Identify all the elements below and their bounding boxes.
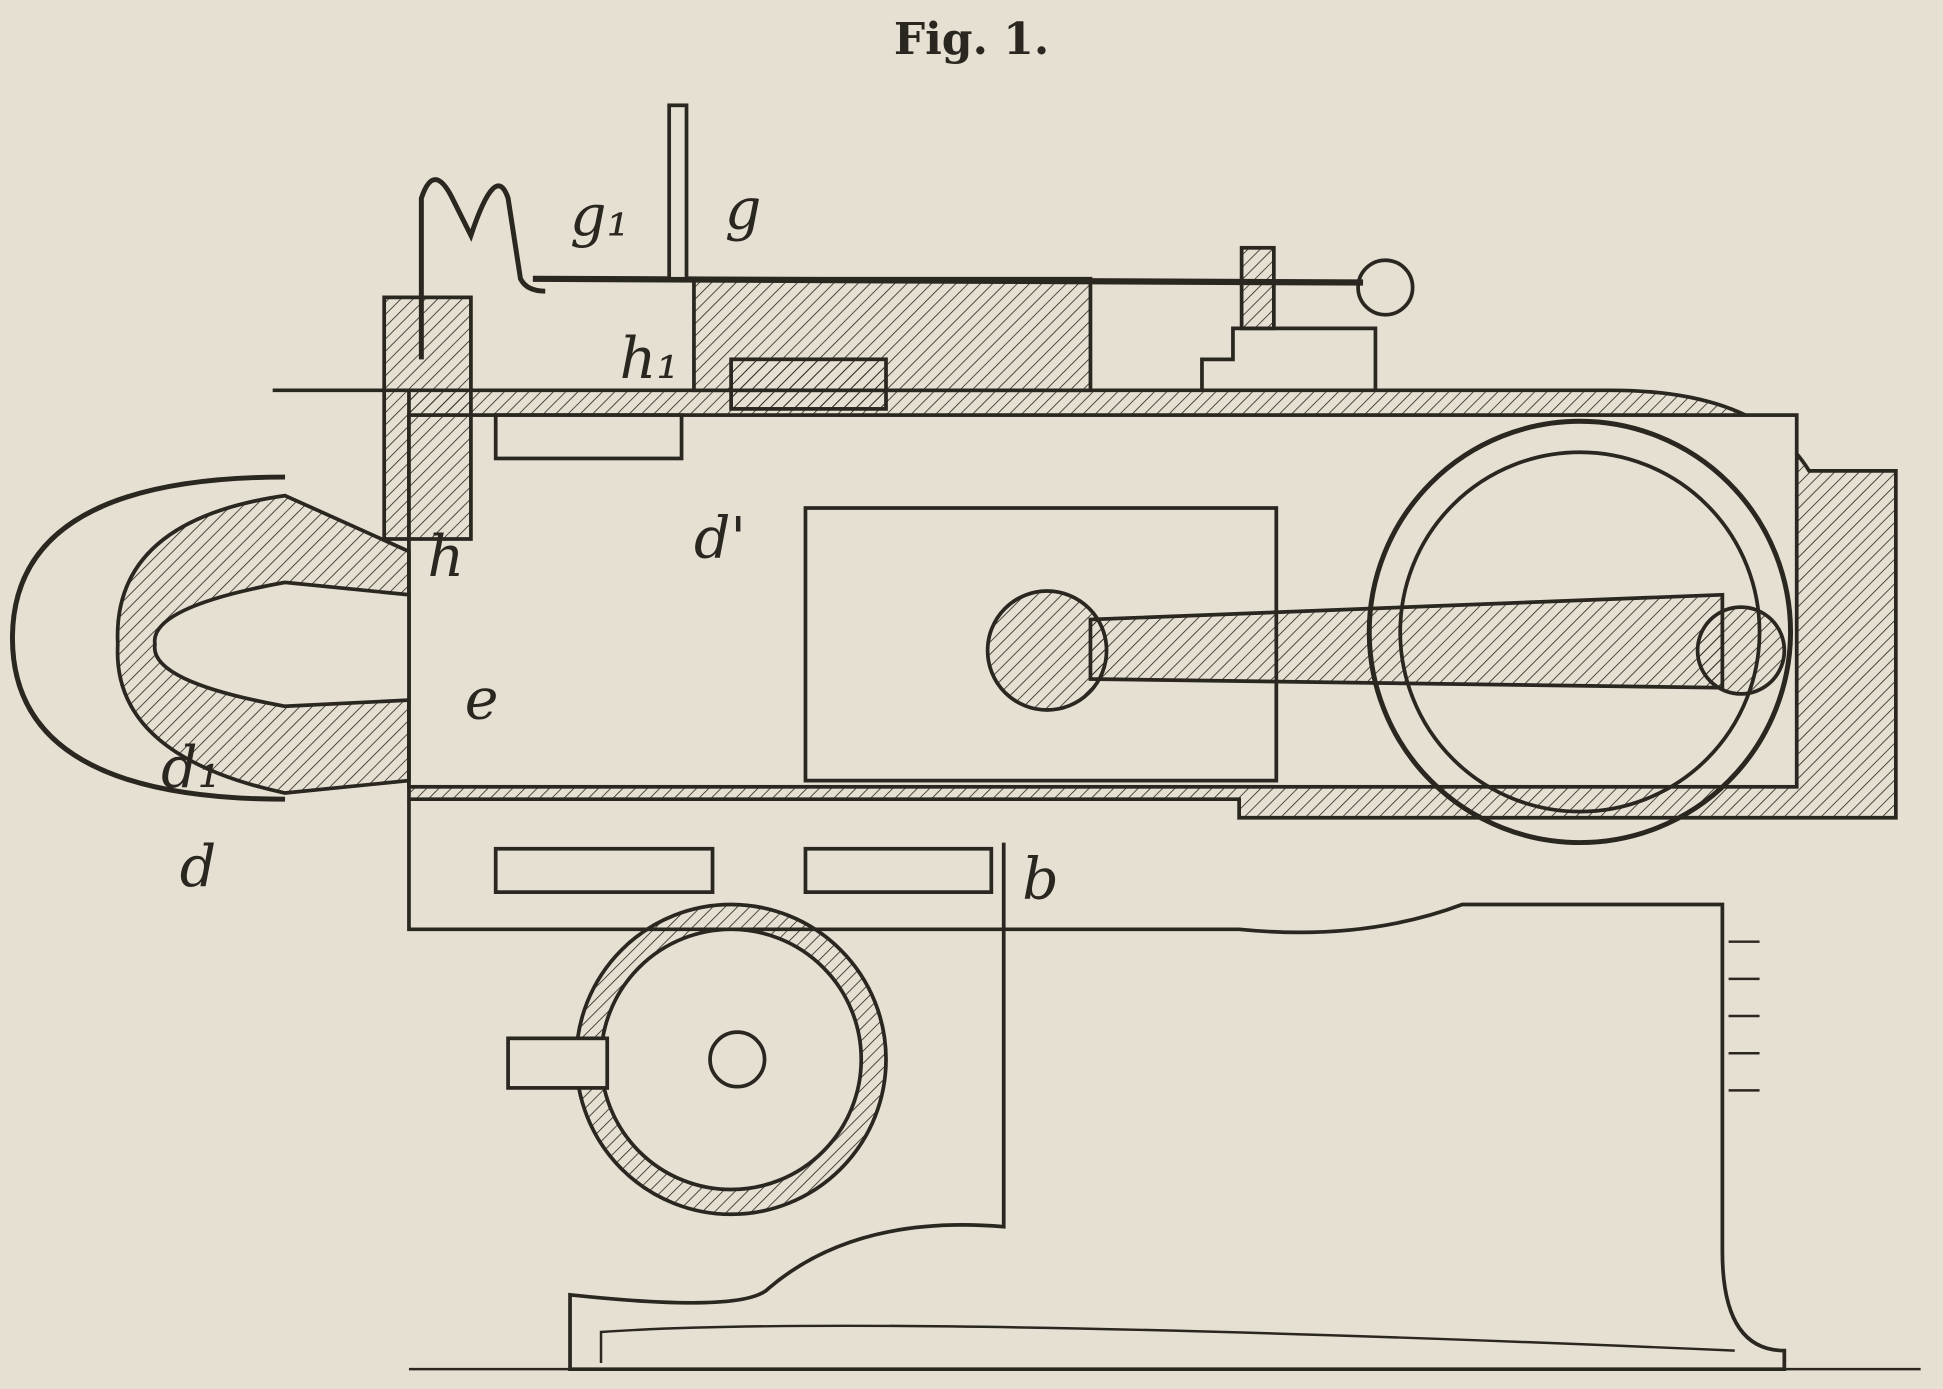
connecting-rod xyxy=(1088,592,1725,690)
label-d: d xyxy=(180,834,216,900)
bracket xyxy=(1200,326,1378,391)
pump-chamber xyxy=(599,927,864,1192)
valve-stem-block xyxy=(729,357,888,411)
cooling-fins xyxy=(1728,940,1760,1092)
figure-title: Fig. 1. xyxy=(893,14,1050,65)
valve-stem xyxy=(667,103,689,281)
pump-inlet-pipe xyxy=(506,1036,610,1090)
cooling-channel-top xyxy=(493,413,684,461)
lower-channel-right xyxy=(803,846,994,894)
frame-base xyxy=(407,799,1787,1372)
frame-floor xyxy=(599,1324,1735,1363)
valve-rod xyxy=(532,275,1364,286)
label-b: b xyxy=(1022,846,1058,912)
label-d1: d₁ xyxy=(161,735,220,801)
label-d-prime: d' xyxy=(694,506,746,572)
lever-pivot xyxy=(1356,258,1415,317)
lower-channel-left xyxy=(493,846,715,894)
pump-shaft xyxy=(708,1030,767,1089)
igniter-h xyxy=(382,295,473,541)
label-g1: g₁ xyxy=(570,183,629,249)
vaporizer-inner xyxy=(152,580,411,709)
label-h: h xyxy=(428,524,465,590)
label-h1: h₁ xyxy=(620,326,680,392)
label-e: e xyxy=(465,667,499,733)
label-g: g xyxy=(725,177,761,243)
knurled-nut xyxy=(1239,245,1276,331)
fuel-pipe xyxy=(418,177,546,360)
vaporizer-dome xyxy=(9,474,286,802)
